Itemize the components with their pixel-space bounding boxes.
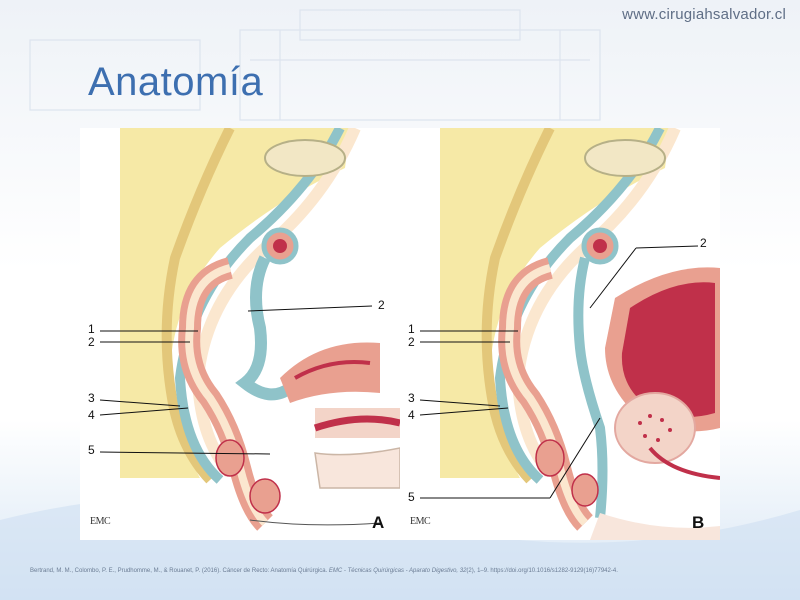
citation-details: (2), 1–9. https://doi.org/10.1016/s1282-… [466, 568, 618, 574]
label-1: 1 [408, 322, 415, 336]
label-4: 4 [408, 408, 415, 422]
label-2: 2 [408, 335, 415, 349]
site-url: www.cirugiahsalvador.cl [622, 6, 786, 23]
emc-watermark: EMC [90, 516, 111, 527]
citation-authors: Bertrand, M. M., Colombo, P. E., Prudhom… [30, 568, 329, 574]
reference-citation: Bertrand, M. M., Colombo, P. E., Prudhom… [30, 568, 780, 574]
anatomy-figure: 1 2 3 4 5 2 EMC A [80, 128, 720, 540]
label-2-right: 2 [700, 236, 707, 250]
slide-title: Anatomía [88, 60, 264, 104]
label-3: 3 [88, 391, 95, 405]
emc-watermark: EMC [410, 516, 431, 527]
panel-b: 1 2 3 4 5 2 EMC B [400, 128, 720, 540]
label-4: 4 [88, 408, 95, 422]
label-3: 3 [408, 391, 415, 405]
label-5: 5 [408, 490, 415, 504]
panel-a: 1 2 3 4 5 2 EMC A [80, 128, 400, 540]
label-5: 5 [88, 443, 95, 457]
panel-letter-b: B [692, 513, 705, 532]
pelvis-illustration-a [99, 128, 400, 531]
panel-letter-a: A [372, 513, 385, 532]
label-2: 2 [88, 335, 95, 349]
pelvis-illustration-b [419, 128, 720, 540]
label-2-right: 2 [378, 298, 385, 312]
label-1: 1 [88, 322, 95, 336]
citation-journal: EMC - Técnicas Quirúrgicas - Aparato Dig… [328, 568, 467, 574]
